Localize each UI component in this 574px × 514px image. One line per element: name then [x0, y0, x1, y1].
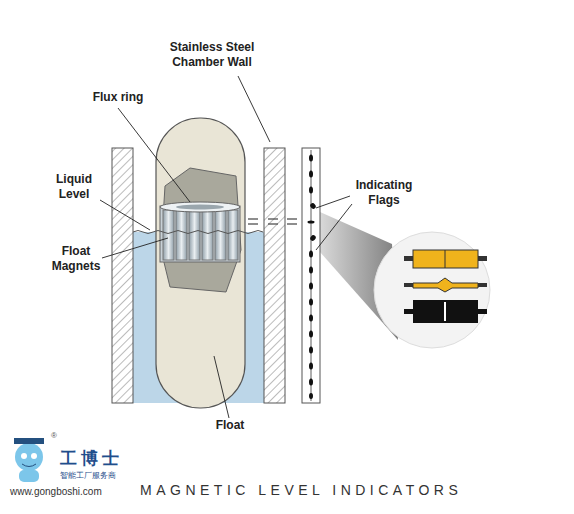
- turning-flag: [413, 278, 478, 292]
- part-label: Stainless Steel Chamber Wall: [150, 40, 274, 70]
- watermark-mark: ®: [51, 431, 63, 441]
- float-magnet: [215, 210, 226, 260]
- flag-split: [445, 250, 446, 268]
- float-cutaway: [161, 168, 241, 292]
- indicator-flags: [308, 155, 317, 400]
- figure-caption: MAGNETIC LEVEL INDICATORS: [140, 482, 480, 500]
- float-magnet: [163, 210, 174, 260]
- flag-pin: [477, 309, 487, 314]
- watermark-url: www.gongboshi.com: [10, 486, 140, 499]
- zoom-inset: [374, 232, 490, 348]
- float-body: [156, 118, 245, 408]
- indicator-rail: [302, 148, 320, 403]
- float-magnet: [189, 210, 200, 260]
- float-magnet: [202, 210, 213, 260]
- yellow-flag: [413, 250, 478, 268]
- part-label: Flux ring: [86, 90, 150, 105]
- flux-ring: [160, 202, 240, 212]
- part-label: Float: [200, 418, 260, 433]
- flag-pin: [404, 309, 414, 314]
- flux-ring-hole: [176, 205, 224, 210]
- float-magnet: [228, 210, 238, 260]
- part-label: Float Magnets: [46, 244, 106, 274]
- leader-lines: [100, 76, 352, 418]
- watermark-logo: [14, 438, 44, 482]
- black-flag: [413, 300, 478, 323]
- magnetic-coupling: [248, 219, 297, 224]
- watermark-text: 智能工厂服务商: [60, 471, 140, 481]
- chamber-wall: [264, 148, 285, 403]
- chamber-wall: [112, 148, 133, 403]
- liquid-level-line: [133, 231, 263, 234]
- flag-split: [444, 302, 446, 321]
- part-label: Indicating Flags: [350, 178, 418, 208]
- float-magnet: [176, 210, 187, 260]
- watermark-text: 工博士: [60, 448, 140, 469]
- part-label: Liquid Level: [48, 172, 100, 202]
